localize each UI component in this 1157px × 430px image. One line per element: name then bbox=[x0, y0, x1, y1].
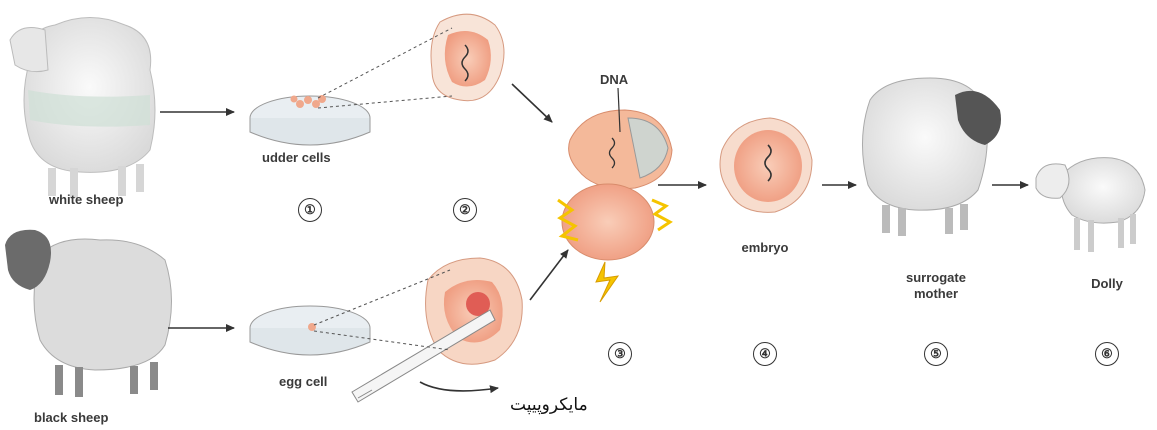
label-embryo: embryo bbox=[742, 240, 789, 255]
petri-dish-icon bbox=[250, 306, 370, 355]
label-egg-cell: egg cell bbox=[279, 374, 327, 389]
label-dna: DNA bbox=[600, 72, 628, 87]
white-sheep-icon bbox=[10, 18, 155, 199]
label-mother: mother bbox=[914, 286, 958, 301]
step-4-badge: ④ bbox=[753, 342, 777, 366]
label-udder-cells: udder cells bbox=[262, 150, 331, 165]
label-white-sheep: white sheep bbox=[49, 192, 123, 207]
black-sheep-icon bbox=[5, 230, 172, 397]
label-surrogate: surrogate bbox=[906, 270, 966, 285]
udder-cell-icon bbox=[431, 14, 504, 101]
petri-dish-icon bbox=[250, 95, 370, 145]
step-6-badge: ⑥ bbox=[1095, 342, 1119, 366]
step-1-badge: ① bbox=[298, 198, 322, 222]
lamb-icon bbox=[1036, 158, 1145, 252]
embryo-icon bbox=[720, 118, 812, 212]
label-black-sheep: black sheep bbox=[34, 410, 108, 425]
fused-cell-icon bbox=[562, 110, 672, 260]
step-5-badge: ⑤ bbox=[924, 342, 948, 366]
label-micropipette: مایکروپیپت bbox=[510, 398, 588, 413]
surrogate-sheep-icon bbox=[862, 78, 1001, 236]
step-2-badge: ② bbox=[453, 198, 477, 222]
label-dolly: Dolly bbox=[1091, 276, 1123, 291]
step-3-badge: ③ bbox=[608, 342, 632, 366]
